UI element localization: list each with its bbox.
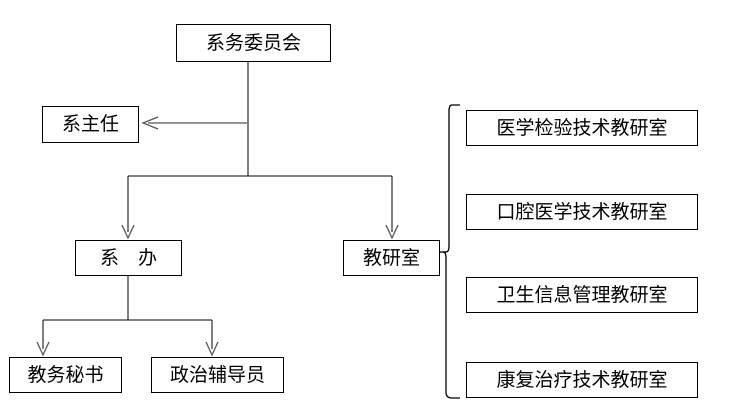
node-teaching-office-label: 教研室 [362,246,420,269]
node-department-office[interactable]: 系 办 [75,240,182,276]
node-department-head[interactable]: 系主任 [42,106,139,143]
node-stomatology-office-label: 口腔医学技术教研室 [496,200,668,223]
node-health-information-office-label: 卫生信息管理教研室 [496,283,668,306]
arrowhead-academic-secretary [36,341,50,357]
node-lab-medicine-office[interactable]: 医学检验技术教研室 [466,110,698,146]
node-rehabilitation-office[interactable]: 康复治疗技术教研室 [466,362,698,398]
brace-teaching-group [442,104,460,399]
arrowhead-department-office [121,224,135,240]
node-political-counselor-label: 政治辅导员 [169,363,265,386]
arrowhead-teaching-office [385,224,399,240]
node-academic-secretary-label: 教务秘书 [27,363,104,386]
node-committee-label: 系务委员会 [205,31,301,54]
node-teaching-office[interactable]: 教研室 [343,240,440,276]
node-rehabilitation-office-label: 康复治疗技术教研室 [496,368,668,391]
arrowhead-head-left [141,116,159,130]
node-committee[interactable]: 系务委员会 [176,24,331,62]
node-academic-secretary[interactable]: 教务秘书 [9,357,122,393]
node-department-head-label: 系主任 [61,113,119,135]
node-political-counselor[interactable]: 政治辅导员 [151,357,284,393]
arrowhead-political-counselor [205,341,219,357]
node-health-information-office[interactable]: 卫生信息管理教研室 [466,277,698,313]
node-stomatology-office[interactable]: 口腔医学技术教研室 [466,194,698,230]
node-lab-medicine-office-label: 医学检验技术教研室 [496,116,668,139]
node-department-office-label: 系 办 [99,246,157,269]
